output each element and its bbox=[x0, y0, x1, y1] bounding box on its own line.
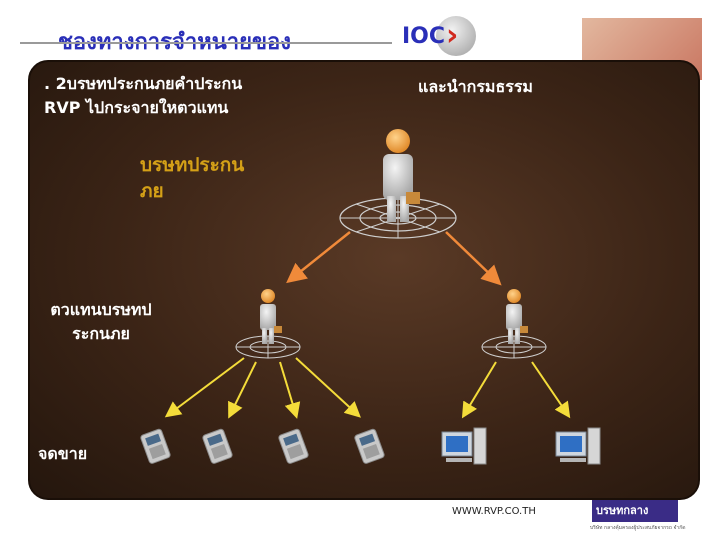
agent-label: ตวแทนบรษทป ระกนภย bbox=[34, 298, 168, 346]
footer-tagline: บริษัท กลางคุ้มครองผู้ประสบภัยจากรถ จำกั… bbox=[590, 525, 686, 531]
insurance-company-label: บรษทประกน ภย bbox=[140, 152, 244, 204]
arrow-company-to-agent-left bbox=[286, 231, 351, 284]
arrow-agent-to-outlet-4 bbox=[295, 357, 361, 418]
computer-icon-1 bbox=[441, 427, 487, 465]
title-underline-left bbox=[20, 42, 392, 44]
logo-circle-icon bbox=[436, 16, 476, 56]
subtitle-line-1: . 2บรษทประกนภยคำประกน bbox=[44, 74, 243, 93]
arrow-agent-to-outlet-5 bbox=[461, 361, 497, 419]
slide-title-right: IOC bbox=[402, 24, 446, 49]
arrow-agent-to-outlet-6 bbox=[531, 361, 571, 419]
footer-url: WWW.RVP.CO.TH bbox=[452, 506, 536, 517]
arrow-company-to-agent-right bbox=[445, 231, 502, 286]
arrow-agent-to-outlet-1 bbox=[164, 357, 245, 418]
sales-outlet-label: จดขาย bbox=[38, 444, 88, 463]
arrow-agent-to-outlet-2 bbox=[228, 361, 257, 419]
insurance-company-person-icon bbox=[339, 129, 457, 239]
agent-label-line2: ระกนภย bbox=[72, 324, 130, 343]
card-terminal-icon-4 bbox=[354, 428, 385, 464]
agent-label-line1: ตวแทนบรษทป bbox=[50, 300, 152, 319]
card-terminal-icon-2 bbox=[202, 428, 233, 464]
logo-chevron-icon: › bbox=[446, 18, 459, 53]
agent-person-icon-left bbox=[235, 289, 301, 359]
insurance-company-label-line1: บรษทประกน bbox=[140, 154, 245, 176]
computer-icon-2 bbox=[555, 427, 601, 465]
subtitle: . 2บรษทประกนภยคำประกน RVP ไปกระจายใหตวแท… bbox=[44, 72, 242, 120]
card-terminal-icon-1 bbox=[140, 428, 171, 464]
card-terminal-icon-3 bbox=[278, 428, 309, 464]
subtitle-right: และนำกรมธรรม bbox=[418, 77, 533, 96]
subtitle-line-2: RVP ไปกระจายใหตวแทน bbox=[44, 98, 229, 117]
insurance-company-label-line2: ภย bbox=[140, 180, 164, 202]
arrow-agent-to-outlet-3 bbox=[279, 361, 301, 419]
agent-person-icon-right bbox=[481, 289, 547, 359]
diagram-board bbox=[28, 60, 700, 500]
footer-logo: บรษทกลาง bbox=[592, 500, 678, 522]
